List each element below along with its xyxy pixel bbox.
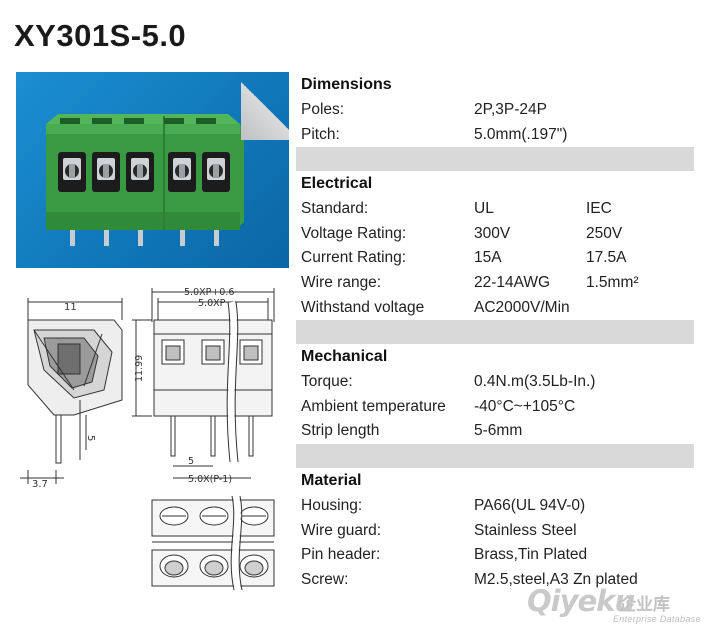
spec-key: Ambient temperature — [301, 397, 446, 415]
spec-row: Standard: UL IEC — [296, 197, 694, 222]
spec-key: Torque: — [301, 373, 353, 391]
spec-row: Torque: 0.4N.m(3.5Lb-In.) — [296, 370, 694, 395]
terminal-block-image — [46, 114, 244, 246]
spec-key: Pitch: — [301, 125, 340, 143]
spec-row: Strip length 5-6mm — [296, 419, 694, 444]
spec-value: PA66(UL 94V-0) — [474, 496, 586, 514]
section-divider — [296, 320, 694, 345]
watermark-brand: Qiyeku — [527, 584, 635, 618]
section-title-material: Material — [301, 471, 362, 489]
section-title-dimensions: Dimensions — [301, 76, 392, 93]
spec-row: Housing: PA66(UL 94V-0) — [296, 494, 694, 519]
section-title-electrical: Electrical — [301, 175, 373, 193]
spec-key: Poles: — [301, 101, 345, 118]
spec-value-iec: IEC — [586, 200, 612, 218]
side-bottom-label: 3.7 — [32, 479, 48, 490]
section-divider — [296, 443, 694, 468]
spec-key: Standard: — [301, 200, 369, 218]
spec-value-ul: 300V — [474, 224, 511, 242]
watermark-cn: 企业库 — [619, 595, 670, 614]
watermark-sub: Enterprise Database — [613, 614, 701, 624]
watermark-logo: Qiyeku 企业库 Enterprise Database — [527, 584, 707, 628]
spec-row: Screw: M2.5,steel,A3 Zn plated — [296, 568, 694, 593]
page-curl — [241, 72, 289, 140]
spec-row: Withstand voltage AC2000V/Min — [296, 296, 694, 321]
spec-table: Dimensions Poles: 2P,3P-24P Pitch: 5.0mm(.… — [296, 72, 694, 592]
spec-row: Pitch: 5.0mm(.197") — [296, 123, 694, 148]
spec-value: Brass,Tin Plated — [474, 546, 588, 564]
spec-value-ul: 15A — [474, 249, 502, 267]
spec-row: Pin header: Brass,Tin Plated — [296, 543, 694, 568]
spec-value: 2P,3P-24P — [474, 101, 547, 118]
spec-value-iec: 250V — [586, 224, 623, 242]
spec-value-iec: 1.5mm² — [586, 273, 639, 291]
side-width-label: 11 — [64, 302, 77, 313]
spec-row: Current Rating: 15A 17.5A — [296, 246, 694, 271]
front-bottom-label-2: 5.0X(P-1) — [188, 474, 232, 485]
section-divider — [296, 147, 694, 172]
spec-value: M2.5,steel,A3 Zn plated — [474, 570, 638, 588]
spec-value: -40°C~+105°C — [474, 397, 576, 415]
product-photo — [16, 72, 289, 268]
spec-value-ul: UL — [474, 200, 494, 218]
spec-row: Wire guard: Stainless Steel — [296, 519, 694, 544]
spec-row: Voltage Rating: 300V 250V — [296, 222, 694, 247]
spec-value-ul: 22-14AWG — [474, 273, 551, 291]
front-view-drawing: 5.0XP+0.6 5.0XP 11.99 5 5.0X(P-1) — [124, 282, 294, 486]
spec-value: 0.4N.m(3.5Lb-In.) — [474, 373, 596, 391]
spec-row: Ambient temperature -40°C~+105°C — [296, 395, 694, 420]
spec-key: Housing: — [301, 496, 363, 514]
front-top-label-2: 5.0XP — [198, 298, 226, 309]
spec-key: Current Rating: — [301, 249, 407, 267]
side-view-drawing: 11 5 3.7 — [14, 290, 132, 490]
spec-row: Poles: 2P,3P-24P — [296, 98, 694, 123]
spec-value-iec: 17.5A — [586, 249, 627, 267]
spec-value: 5.0mm(.197") — [474, 125, 568, 143]
spec-row: Wire range: 22-14AWG 1.5mm² — [296, 271, 694, 296]
section-title-mechanical: Mechanical — [301, 348, 388, 366]
spec-key: Strip length — [301, 422, 380, 440]
spec-key: Voltage Rating: — [301, 224, 407, 242]
spec-key: Pin header: — [301, 546, 381, 564]
front-top-label-1: 5.0XP+0.6 — [184, 287, 234, 298]
side-height-label: 5 — [85, 435, 96, 441]
spec-key: Wire guard: — [301, 521, 382, 539]
page-title: XY301S-5.0 — [14, 18, 187, 53]
spec-key: Screw: — [301, 570, 349, 588]
spec-value: 5-6mm — [474, 422, 523, 440]
spec-value: Stainless Steel — [474, 521, 577, 539]
spec-key: Withstand voltage — [301, 298, 425, 316]
front-height-label: 11.99 — [134, 355, 145, 382]
front-bottom-label-1: 5 — [188, 456, 194, 467]
spec-value: AC2000V/Min — [474, 298, 570, 316]
spec-key: Wire range: — [301, 273, 382, 291]
top-view-drawing — [148, 494, 278, 591]
